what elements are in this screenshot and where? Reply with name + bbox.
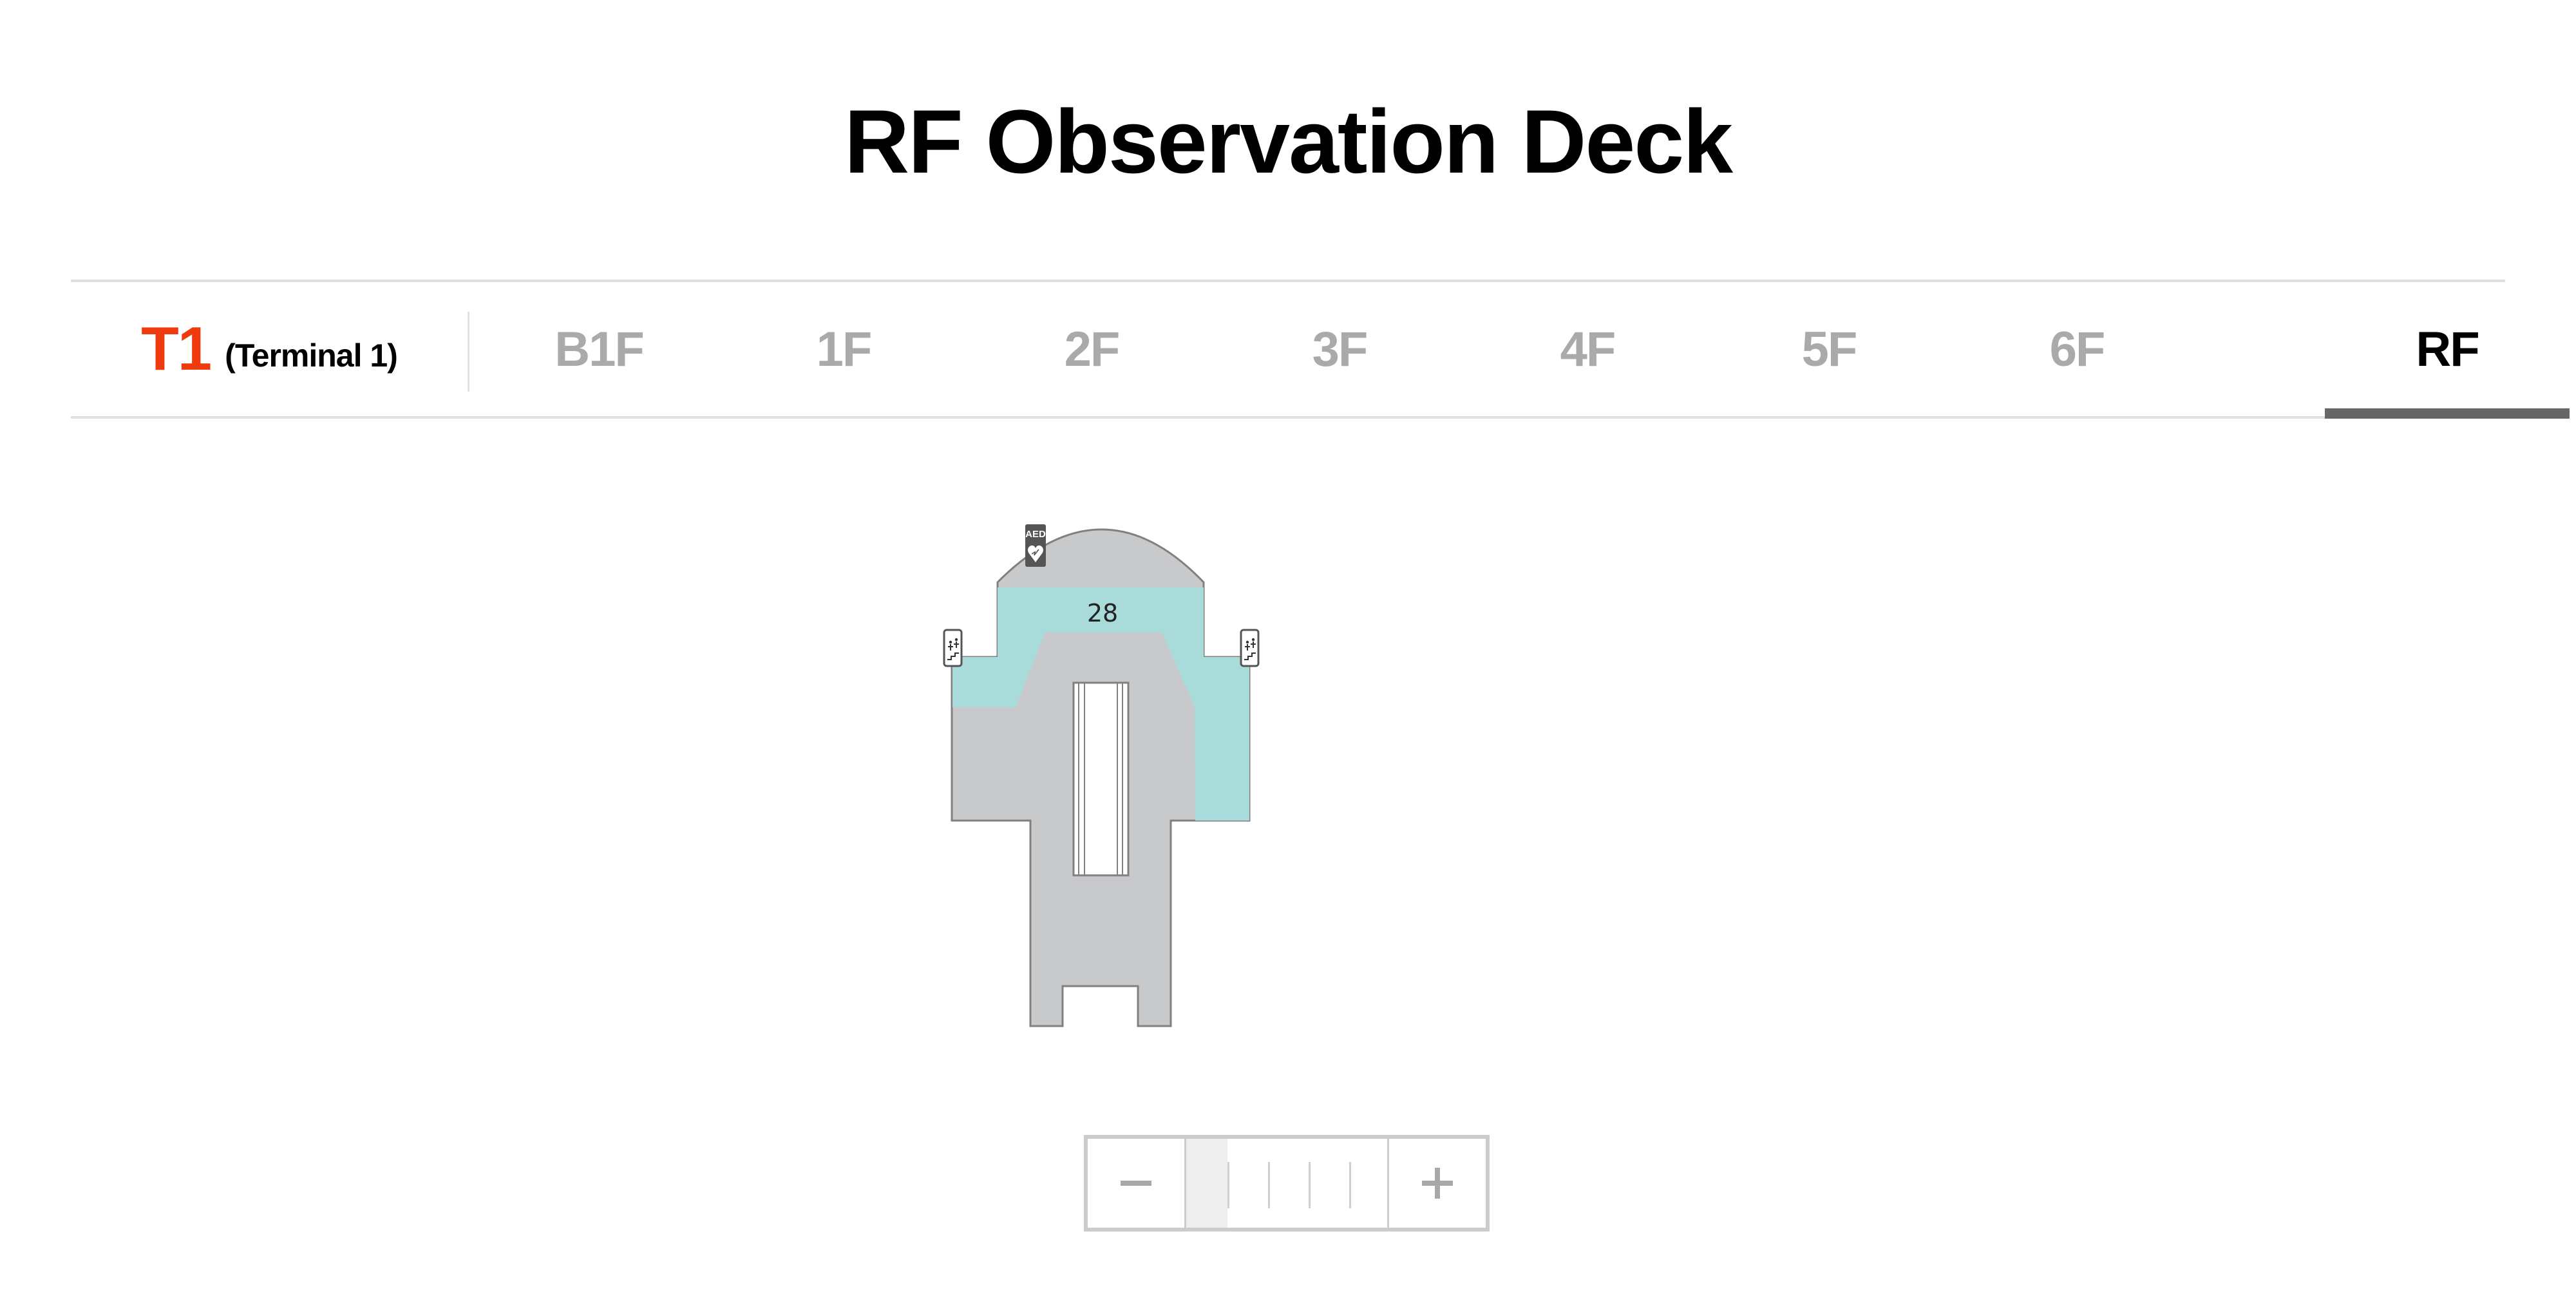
- room-28-area[interactable]: [952, 587, 1249, 821]
- zoom-tick: [1268, 1162, 1270, 1208]
- zoom-slider[interactable]: [1186, 1139, 1387, 1228]
- terminal-selector[interactable]: T1 (Terminal 1): [71, 282, 468, 416]
- svg-text:AED: AED: [1025, 529, 1046, 540]
- tab-floor-2f[interactable]: 2F: [1064, 321, 1121, 377]
- zoom-slider-thumb[interactable]: [1186, 1139, 1227, 1228]
- zoom-out-button[interactable]: [1088, 1139, 1186, 1228]
- aed-icon[interactable]: AED: [1025, 524, 1046, 567]
- tab-floor-3f[interactable]: 3F: [1312, 321, 1368, 377]
- plus-icon-vertical: [1435, 1168, 1440, 1199]
- zoom-in-button[interactable]: [1387, 1139, 1486, 1228]
- minus-icon: [1121, 1181, 1151, 1186]
- tab-floor-rf[interactable]: RF: [2325, 282, 2570, 419]
- terminal-code: T1: [141, 314, 212, 383]
- tab-divider: [468, 312, 469, 392]
- map-zoom-control: [1084, 1135, 1490, 1232]
- tab-floor-1f[interactable]: 1F: [816, 321, 873, 377]
- zoom-tick: [1309, 1162, 1311, 1208]
- tab-floor-4f[interactable]: 4F: [1560, 321, 1616, 377]
- zoom-tick: [1349, 1162, 1351, 1208]
- tab-floor-6f[interactable]: 6F: [2049, 321, 2106, 377]
- page-title: RF Observation Deck: [844, 91, 1733, 192]
- escalator-icon[interactable]: [1240, 629, 1260, 667]
- zoom-tick: [1227, 1162, 1229, 1208]
- terminal-name: (Terminal 1): [225, 338, 398, 374]
- elevator-shaft: [1072, 681, 1130, 877]
- escalator-icon[interactable]: [943, 629, 963, 667]
- floor-tabs: B1F 1F 2F 3F 4F 5F 6F RF: [470, 282, 2570, 419]
- tab-floor-5f[interactable]: 5F: [1801, 321, 1858, 377]
- floor-tab-bar: T1 (Terminal 1) B1F 1F 2F 3F 4F 5F 6F RF: [71, 280, 2570, 419]
- tab-floor-b1f[interactable]: B1F: [554, 321, 645, 377]
